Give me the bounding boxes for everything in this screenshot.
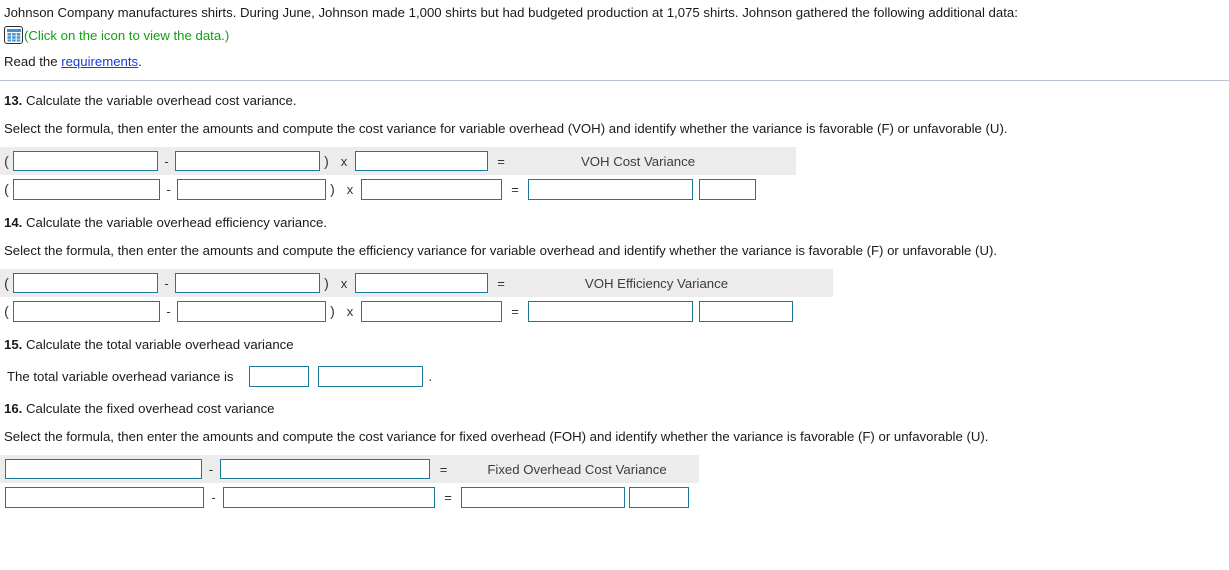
input-15-fu[interactable] bbox=[317, 365, 423, 387]
times-operator: x bbox=[346, 181, 354, 197]
question-14-title: 14. Calculate the variable overhead effi… bbox=[0, 203, 1229, 230]
input-13b[interactable] bbox=[175, 151, 320, 171]
data-icon-row: (Click on the icon to view the data.) bbox=[0, 21, 1229, 46]
input-13-result[interactable] bbox=[528, 178, 693, 200]
question-15-period: . bbox=[428, 368, 433, 384]
input-15-amount[interactable] bbox=[248, 365, 309, 387]
times-operator: x bbox=[340, 275, 348, 291]
minus-operator: - bbox=[166, 303, 171, 319]
question-13-text: Calculate the variable overhead cost var… bbox=[22, 93, 297, 108]
input-14-result[interactable] bbox=[528, 300, 693, 322]
times-operator: x bbox=[346, 303, 354, 319]
input-13-fu[interactable] bbox=[699, 178, 756, 200]
question-16-formula: - = Fixed Overhead Cost Variance - = bbox=[0, 455, 1229, 511]
input-14-fu[interactable] bbox=[699, 300, 793, 322]
question-15-number: 15. bbox=[4, 337, 23, 352]
equals-operator: = bbox=[497, 153, 505, 169]
result-label-14: VOH Efficiency Variance bbox=[584, 275, 729, 291]
open-paren: ( bbox=[4, 153, 9, 169]
minus-operator: - bbox=[164, 275, 169, 291]
input-16a[interactable] bbox=[5, 459, 202, 479]
formula-row-header-13: ( - ) x = VOH Cost Variance bbox=[0, 147, 796, 175]
question-13-number: 13. bbox=[4, 93, 23, 108]
open-paren: ( bbox=[4, 181, 9, 197]
question-16-number: 16. bbox=[4, 401, 23, 416]
question-13-instruction: Select the formula, then enter the amoun… bbox=[4, 121, 1008, 136]
question-15-answer-row: The total variable overhead variance is … bbox=[0, 352, 1229, 389]
formula-row-header-16: - = Fixed Overhead Cost Variance bbox=[0, 455, 699, 483]
formula-row-values-16: - = bbox=[0, 483, 1229, 511]
input-14d[interactable] bbox=[13, 300, 160, 322]
question-14-text: Calculate the variable overhead efficien… bbox=[22, 215, 328, 230]
input-14c[interactable] bbox=[355, 273, 488, 293]
input-13f[interactable] bbox=[361, 178, 502, 200]
close-paren: ) bbox=[324, 275, 329, 291]
section-divider bbox=[0, 80, 1229, 81]
question-13-formula: ( - ) x = VOH Cost Variance ( - ) x = bbox=[0, 147, 1229, 203]
question-15-title: 15. Calculate the total variable overhea… bbox=[0, 325, 1229, 352]
equals-operator: = bbox=[511, 181, 519, 197]
close-paren: ) bbox=[330, 181, 335, 197]
data-icon-caption[interactable]: (Click on the icon to view the data.) bbox=[24, 27, 230, 43]
close-paren: ) bbox=[324, 153, 329, 169]
question-16-title: 16. Calculate the fixed overhead cost va… bbox=[0, 389, 1229, 416]
question-15-statement: The total variable overhead variance is bbox=[7, 368, 234, 384]
problem-statement: Johnson Company manufactures shirts. Dur… bbox=[4, 5, 1018, 20]
question-16-text: Calculate the fixed overhead cost varian… bbox=[22, 401, 275, 416]
read-suffix: . bbox=[138, 54, 142, 69]
question-13-title: 13. Calculate the variable overhead cost… bbox=[0, 81, 1229, 108]
read-requirements-line: Read the requirements. bbox=[0, 46, 1229, 69]
input-16d[interactable] bbox=[223, 486, 435, 508]
question-14-number: 14. bbox=[4, 215, 23, 230]
minus-operator: - bbox=[211, 489, 216, 505]
times-operator: x bbox=[340, 153, 348, 169]
input-16-result[interactable] bbox=[461, 486, 625, 508]
requirements-link[interactable]: requirements bbox=[61, 54, 139, 69]
question-15-text: Calculate the total variable overhead va… bbox=[22, 337, 294, 352]
question-14-formula: ( - ) x = VOH Efficiency Variance ( - ) … bbox=[0, 269, 1229, 325]
spreadsheet-data-icon[interactable] bbox=[4, 26, 23, 44]
question-16-instruction: Select the formula, then enter the amoun… bbox=[4, 429, 989, 444]
question-14-instruction: Select the formula, then enter the amoun… bbox=[4, 243, 998, 258]
close-paren: ) bbox=[330, 303, 335, 319]
input-13d[interactable] bbox=[13, 178, 160, 200]
input-16b[interactable] bbox=[220, 459, 430, 479]
input-16c[interactable] bbox=[5, 486, 204, 508]
read-prefix: Read the bbox=[4, 54, 62, 69]
minus-operator: - bbox=[164, 153, 169, 169]
input-13a[interactable] bbox=[13, 151, 158, 171]
equals-operator: = bbox=[511, 303, 519, 319]
result-label-13: VOH Cost Variance bbox=[580, 153, 696, 169]
formula-row-values-13: ( - ) x = bbox=[0, 175, 1229, 203]
input-13c[interactable] bbox=[355, 151, 488, 171]
formula-row-header-14: ( - ) x = VOH Efficiency Variance bbox=[0, 269, 833, 297]
input-14f[interactable] bbox=[361, 300, 502, 322]
input-14e[interactable] bbox=[177, 300, 326, 322]
input-16-fu[interactable] bbox=[629, 486, 689, 508]
equals-operator: = bbox=[439, 461, 448, 477]
result-label-16: Fixed Overhead Cost Variance bbox=[487, 461, 667, 477]
input-14b[interactable] bbox=[175, 273, 320, 293]
open-paren: ( bbox=[4, 275, 9, 291]
formula-row-values-14: ( - ) x = bbox=[0, 297, 1229, 325]
equals-operator: = bbox=[497, 275, 505, 291]
input-13e[interactable] bbox=[177, 178, 326, 200]
minus-operator: - bbox=[166, 181, 171, 197]
minus-operator: - bbox=[208, 461, 214, 477]
input-14a[interactable] bbox=[13, 273, 158, 293]
worksheet-page: Johnson Company manufactures shirts. Dur… bbox=[0, 5, 1229, 511]
open-paren: ( bbox=[4, 303, 9, 319]
equals-operator: = bbox=[444, 489, 452, 505]
